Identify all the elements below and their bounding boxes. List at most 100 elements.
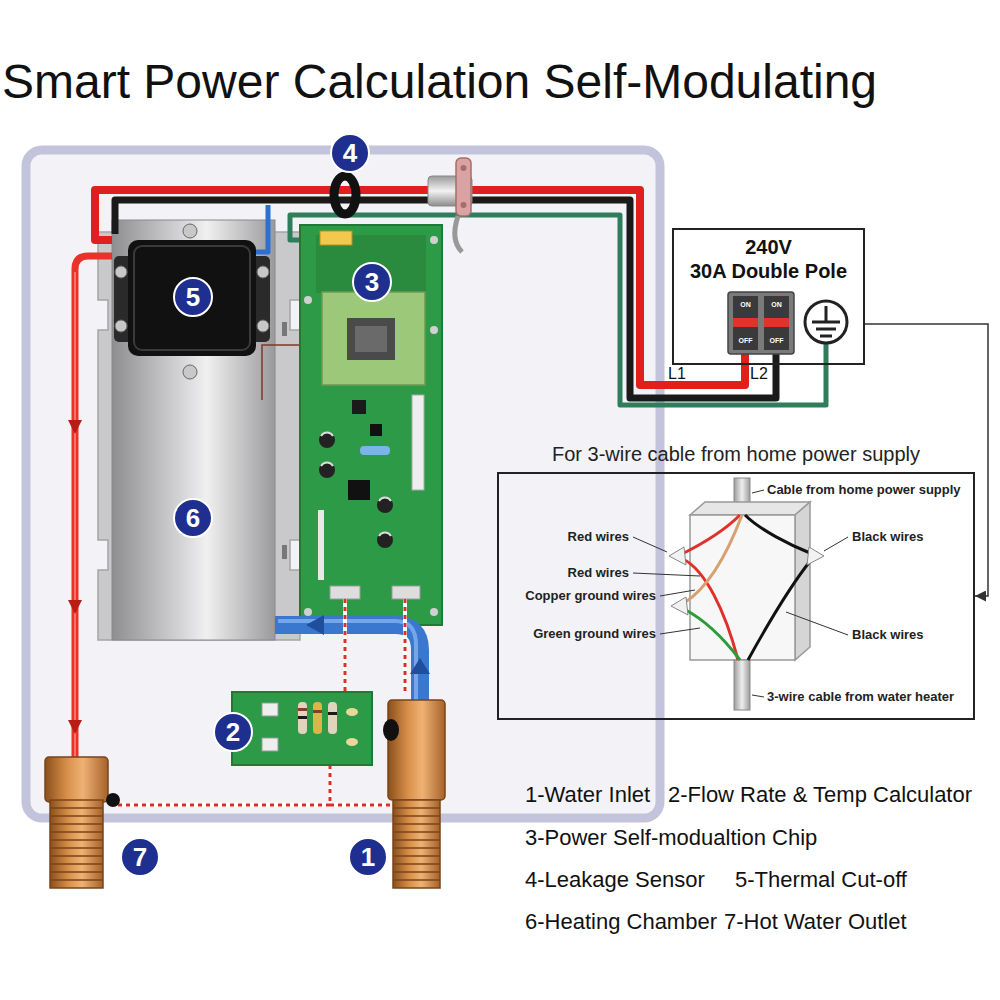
control-board xyxy=(321,463,333,466)
callout-number: 4 xyxy=(343,140,357,166)
flow-temp-board xyxy=(313,710,322,713)
flow-temp-board xyxy=(346,738,358,746)
callout-circle xyxy=(214,713,252,751)
double-pole-breaker xyxy=(733,296,758,350)
thermal-cutoff xyxy=(114,224,270,379)
control-board xyxy=(430,608,438,616)
part-key: 2-Flow Rate & Temp Calculator xyxy=(668,782,972,807)
wire-label: Copper ground wires xyxy=(525,589,656,604)
hot-water-outlet xyxy=(106,793,120,807)
wire-label: Black wires xyxy=(852,530,924,545)
sensor-wires xyxy=(118,599,405,805)
junction-wires xyxy=(748,560,811,660)
heating-chamber xyxy=(98,220,300,640)
power-wires xyxy=(290,215,826,405)
leader-line xyxy=(752,490,764,493)
control-board xyxy=(355,326,387,352)
junction-box xyxy=(690,515,795,660)
wire-nut xyxy=(669,547,824,615)
callout-number: 3 xyxy=(365,269,379,295)
callout-number: 7 xyxy=(133,844,147,870)
control-board xyxy=(392,586,420,599)
junction-box xyxy=(690,478,810,710)
hot-water-outlet xyxy=(45,757,108,802)
wire-label: Red wires xyxy=(568,566,629,581)
panel-frame xyxy=(497,472,975,720)
callout-circle xyxy=(121,134,391,876)
water-inlet xyxy=(383,719,399,741)
control-board xyxy=(348,480,370,500)
junction-box xyxy=(690,502,810,515)
flow-temp-board xyxy=(328,712,337,715)
ground-symbol xyxy=(812,306,840,336)
control-board xyxy=(300,225,442,625)
flow-temp-board xyxy=(262,738,278,751)
control-board xyxy=(304,608,312,616)
hot-water-pipe xyxy=(68,720,82,734)
breaker-box: 240V30A Double Pole xyxy=(672,228,865,365)
node-heading: For 3-wire cable from home power supply xyxy=(552,442,920,466)
control-board xyxy=(320,231,352,245)
thermal-cutoff xyxy=(257,320,269,332)
callout-number: 1 xyxy=(361,844,375,870)
hot-water-pipe xyxy=(75,256,112,760)
leakage-sensor xyxy=(334,176,356,214)
control-board xyxy=(379,498,391,501)
leader-line xyxy=(633,537,667,552)
hot-water-pipe xyxy=(68,600,82,614)
thermal-cutoff xyxy=(183,224,197,238)
control-board xyxy=(430,326,438,334)
leader-line xyxy=(633,573,700,576)
sensor-wires xyxy=(118,599,405,805)
thermal-cutoff xyxy=(134,246,250,350)
hot-water-outlet xyxy=(50,800,103,888)
leader-line xyxy=(752,695,764,697)
control-board xyxy=(304,296,312,304)
wire-label: 3-wire cable from water heater xyxy=(767,690,954,705)
wire-nut xyxy=(671,597,688,615)
double-pole-breaker xyxy=(764,318,789,327)
part-key: 4-Leakage Sensor xyxy=(525,867,705,892)
callout-circle xyxy=(331,134,369,172)
callout-circle xyxy=(349,838,387,876)
leader-line xyxy=(633,490,848,697)
line-name: L2 xyxy=(750,365,768,383)
junction-box xyxy=(734,660,750,710)
flow-temp-board xyxy=(232,692,372,765)
callout-number: 6 xyxy=(186,505,200,531)
hot-water-outlet xyxy=(45,757,120,888)
callout-number: 2 xyxy=(226,719,240,745)
control-board xyxy=(321,433,333,436)
water-inlet xyxy=(393,808,440,880)
switch-state: OFF xyxy=(739,337,753,344)
leader-line xyxy=(660,628,700,634)
double-pole-breaker xyxy=(728,292,794,354)
flow-temp-board xyxy=(346,708,358,716)
heating-chamber xyxy=(112,220,275,640)
junction-wires xyxy=(684,609,740,660)
hot-water-outlet xyxy=(50,808,103,880)
wire-label: Green ground wires xyxy=(533,627,656,642)
part-key: 7-Hot Water Outlet xyxy=(724,909,907,934)
flow-temp-board xyxy=(262,703,278,716)
leader-line xyxy=(660,590,695,596)
flow-temp-board xyxy=(328,702,337,734)
control-board xyxy=(318,510,324,580)
switch-state: ON xyxy=(740,301,751,308)
thermal-cutoff xyxy=(115,320,127,332)
switch-state: OFF xyxy=(770,337,784,344)
wire-label: Black wires xyxy=(852,628,924,643)
heating-chamber xyxy=(282,322,287,336)
part-key: 1-Water Inlet xyxy=(525,782,650,807)
thermal-cutoff xyxy=(183,365,197,379)
cable-grommet xyxy=(455,216,462,252)
thermal-cutoff xyxy=(128,240,256,356)
heater-housing xyxy=(26,150,660,818)
power-wires xyxy=(95,190,826,405)
callout-circle xyxy=(174,278,212,316)
control-board xyxy=(360,446,390,455)
control-board xyxy=(300,225,442,625)
cold-water-hose xyxy=(306,615,324,635)
control-board xyxy=(352,400,366,414)
